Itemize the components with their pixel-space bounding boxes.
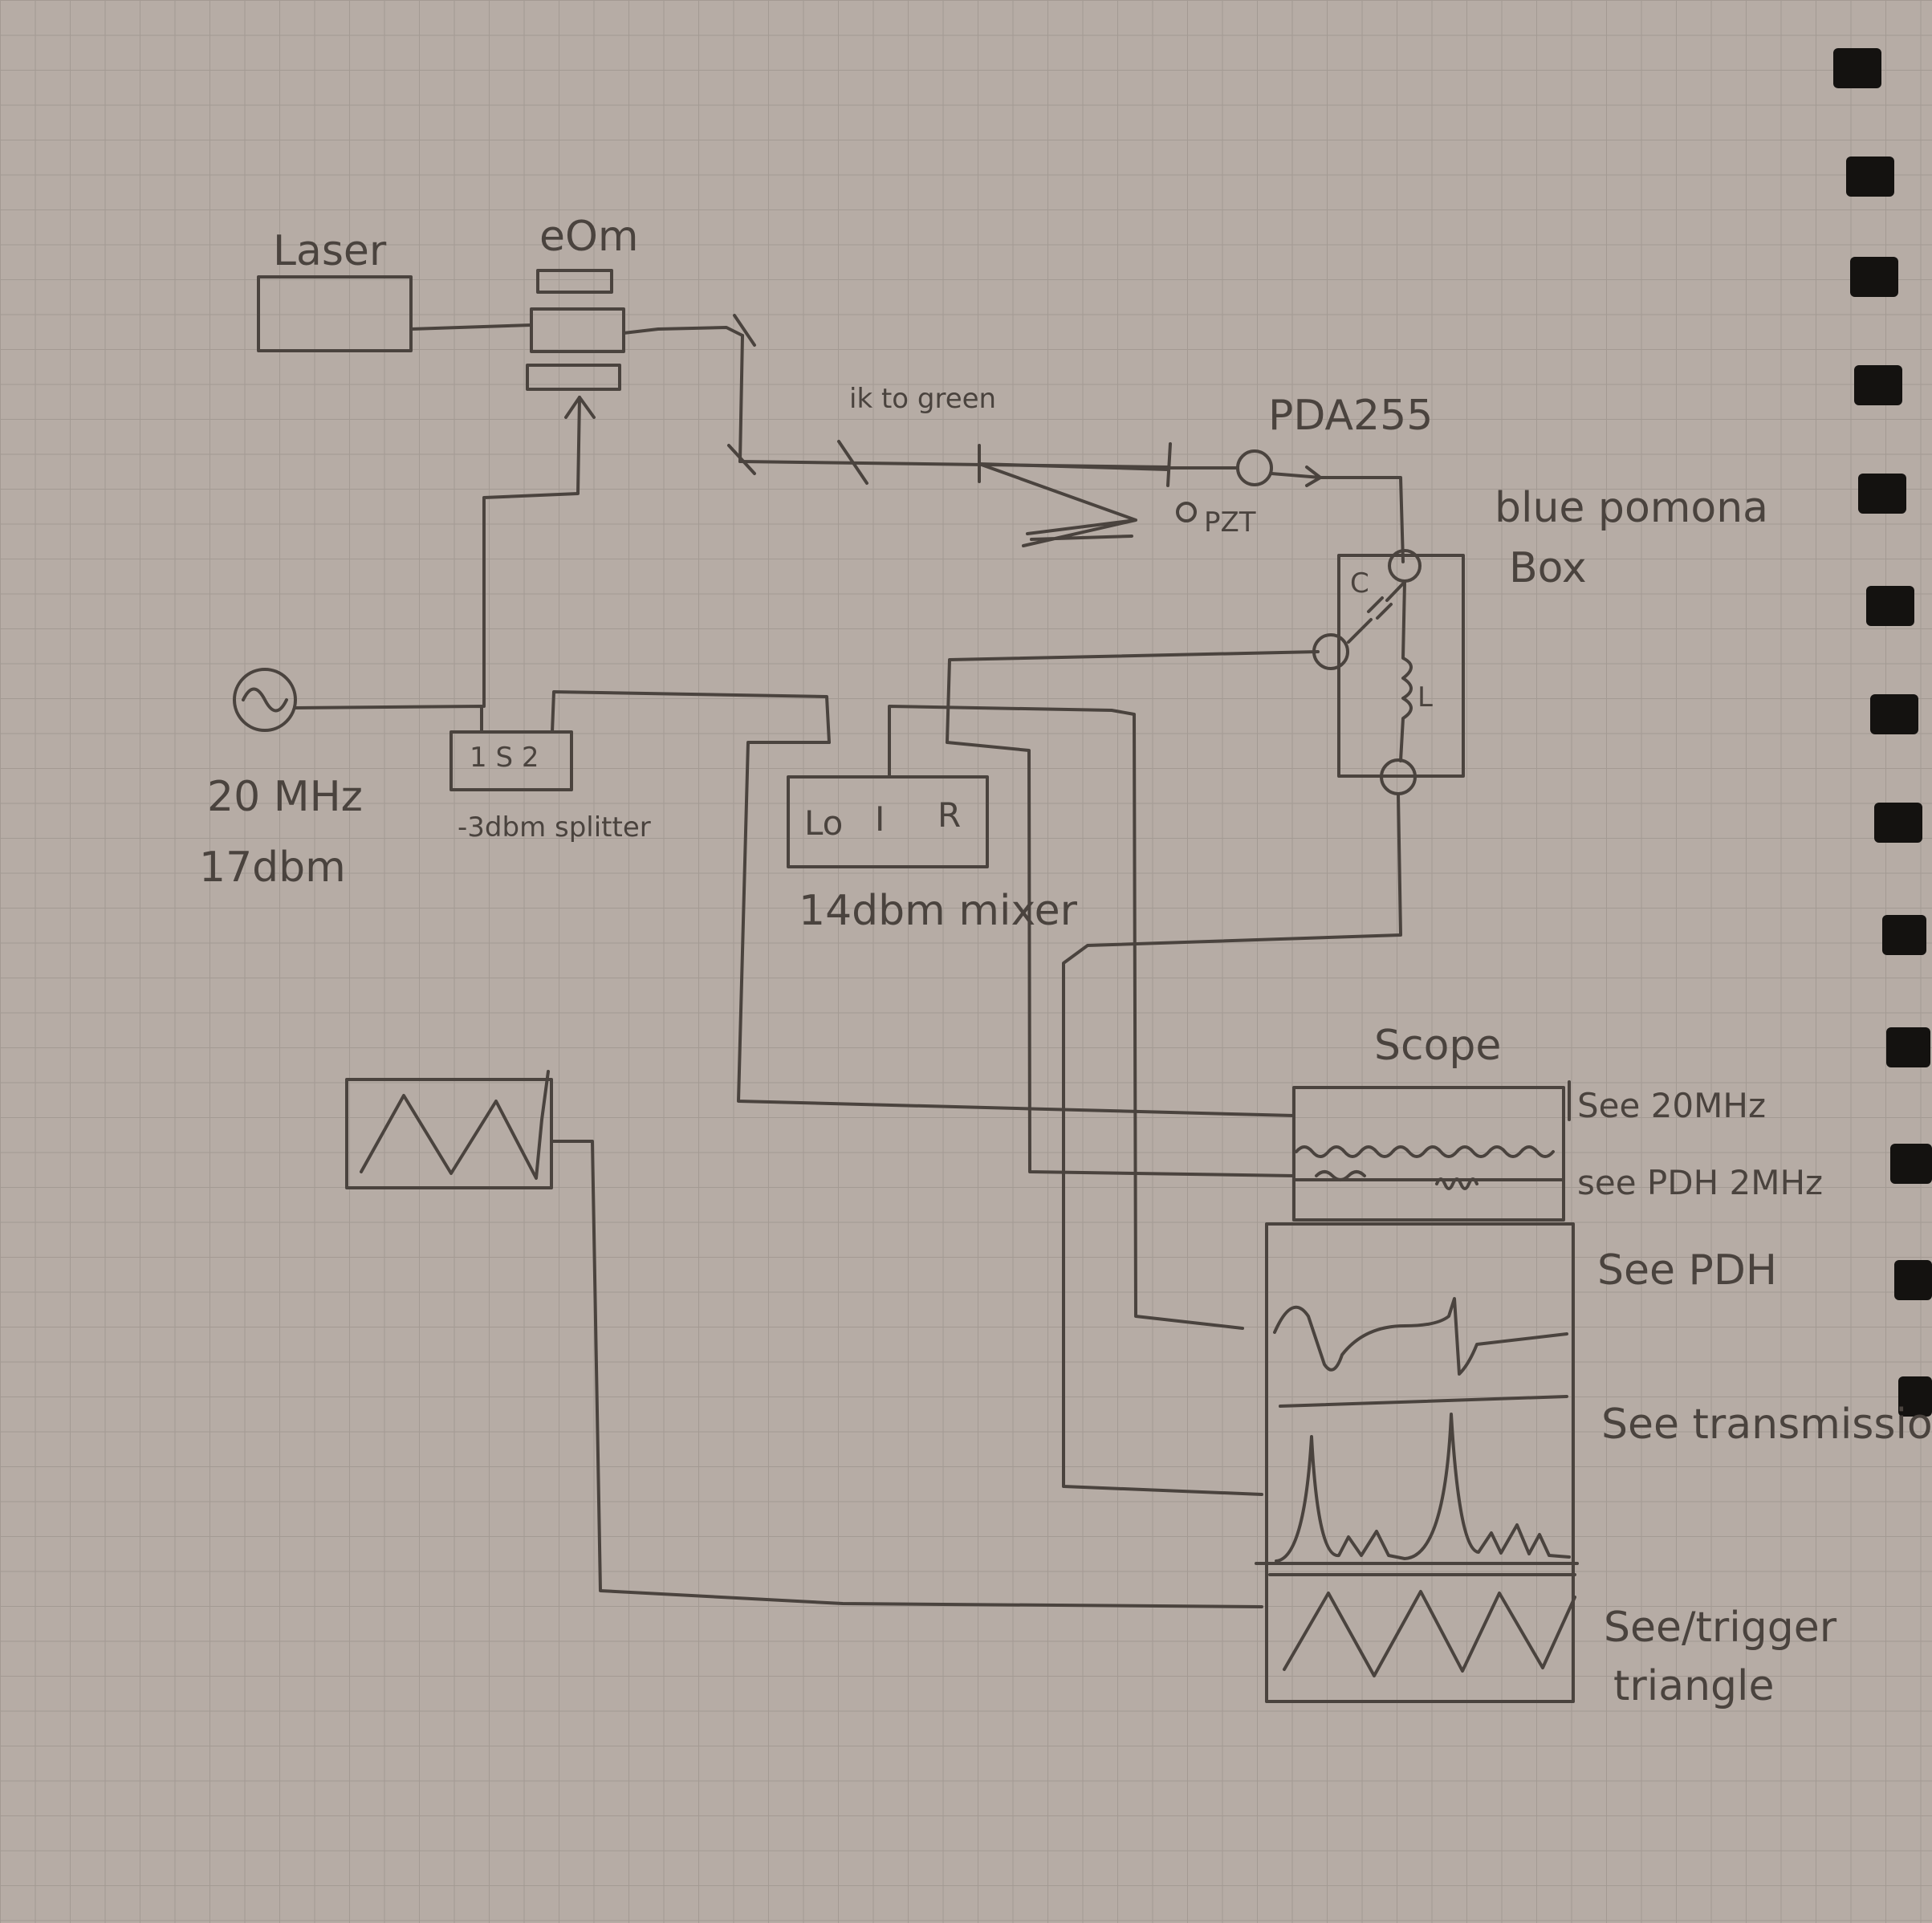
trace-transmission xyxy=(1275,1413,1571,1563)
photodiode-label: PDA255 xyxy=(1268,392,1433,440)
inductor-label: L xyxy=(1417,681,1433,714)
generator-power-label: 17dbm xyxy=(199,844,346,892)
beam-vertical xyxy=(738,334,744,463)
box-label-line1: blue pomona xyxy=(1495,484,1768,532)
pzt-label: PZT xyxy=(1204,506,1256,539)
scope-lower xyxy=(1265,1222,1575,1703)
steering-mirror-1 xyxy=(733,314,756,347)
see-20mhz-label: See 20MHz xyxy=(1577,1086,1766,1125)
wire-box-to-transmission xyxy=(1062,793,1402,1496)
eom-label: eOm xyxy=(539,213,639,261)
eom-arrow xyxy=(564,396,596,419)
cavity-mirror-2 xyxy=(1166,442,1172,487)
trace-20mhz xyxy=(1295,1145,1555,1158)
inductor xyxy=(1399,580,1413,762)
pzt-marker xyxy=(1176,502,1197,522)
wire-lo-to-scope xyxy=(737,741,1295,1117)
wire-splitter-to-lo xyxy=(551,690,831,744)
sine-icon xyxy=(242,687,288,713)
wire-r-to-scope xyxy=(946,741,1295,1177)
wire-r-to-box xyxy=(946,650,1320,744)
scope-upper xyxy=(1292,1086,1565,1222)
signal-generator xyxy=(233,668,297,732)
splitter-box xyxy=(449,730,573,791)
laser-box xyxy=(257,275,413,352)
wire-fg-to-scope xyxy=(551,1140,1263,1608)
splitter-label: -3dbm splitter xyxy=(458,811,651,844)
box-label-line2: Box xyxy=(1509,544,1587,592)
mixer-lo-label: Lo xyxy=(804,803,843,843)
generator-frequency-label: 20 MHz xyxy=(207,773,363,821)
function-generator xyxy=(345,1078,553,1189)
trace-pdh-2mhz xyxy=(1292,1170,1565,1190)
triangle-wave-icon xyxy=(360,1070,550,1180)
wire-splitter-to-eom xyxy=(482,396,581,708)
cavity-bowtie xyxy=(978,462,1169,547)
beam-eom-to-mirror xyxy=(622,326,744,337)
mixer-label: 14dbm mixer xyxy=(799,887,1078,935)
pd-to-box xyxy=(1319,476,1405,563)
scope-label: Scope xyxy=(1374,1022,1501,1070)
trace-triangle xyxy=(1283,1590,1576,1677)
capacitor xyxy=(1347,580,1406,644)
see-pdh-2mhz-label: see PDH 2MHz xyxy=(1577,1163,1823,1202)
wire-i-to-pdh xyxy=(888,705,1244,1330)
eom-plate-top xyxy=(536,269,613,294)
spiral-binding xyxy=(1833,48,1932,1417)
see-trigger-label-line1: See/trigger xyxy=(1604,1604,1837,1652)
see-transmission-label: See transmission xyxy=(1601,1401,1932,1449)
steering-mirror-2 xyxy=(727,444,756,475)
see-pdh-label: See PDH xyxy=(1597,1246,1777,1295)
eom-plate-bottom xyxy=(526,364,621,391)
mirror-note-label: ik to green xyxy=(849,383,996,415)
laser-label: Laser xyxy=(273,227,387,275)
trace-pdh xyxy=(1273,1297,1568,1376)
see-trigger-label-line2: triangle xyxy=(1613,1662,1774,1710)
capacitor-label: C xyxy=(1350,567,1369,600)
mixer-i-label: I xyxy=(875,799,885,839)
beam-laser-to-eom xyxy=(409,323,533,331)
eom-crystal xyxy=(530,307,625,353)
photodiode xyxy=(1236,449,1273,486)
pdh-divider xyxy=(1279,1395,1568,1408)
wire-gen-to-splitter xyxy=(294,705,483,734)
mixer-r-label: R xyxy=(938,795,961,835)
splitter-ports-label: 1 S 2 xyxy=(470,742,539,774)
wave-plate xyxy=(837,440,868,485)
